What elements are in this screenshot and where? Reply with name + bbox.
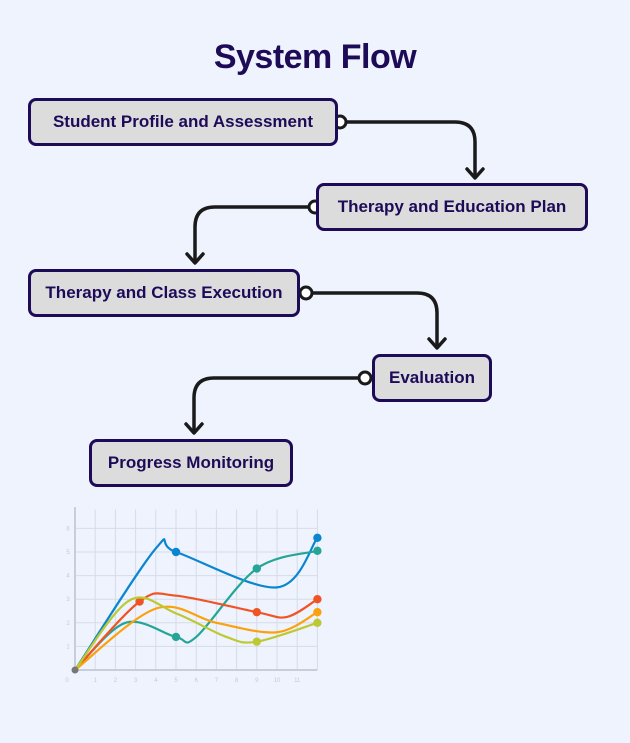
data-point-yellow-green: [313, 618, 322, 627]
data-point-blue: [313, 533, 322, 543]
step-therapy-plan: Therapy and Education Plan: [316, 183, 588, 231]
step-label: Evaluation: [389, 368, 475, 387]
x-tick-label: 6: [195, 678, 199, 684]
x-tick-label: 2: [114, 678, 118, 684]
arrow-head-icon: [427, 337, 447, 350]
step-label: Student Profile and Assessment: [52, 112, 314, 131]
page-title: System Flow: [213, 38, 417, 76]
x-tick-label: 7: [215, 678, 219, 684]
port-circle-icon: [298, 285, 314, 301]
step-label: Therapy and Education Plan: [337, 197, 567, 216]
y-tick-label: 1: [66, 644, 70, 650]
connector-4-5: [192, 376, 361, 434]
x-tick-label: 3: [134, 678, 138, 684]
data-point-teal: [252, 564, 261, 573]
port-circle-icon: [357, 370, 373, 386]
y-tick-label: 6: [66, 526, 70, 532]
x-tick-label: 4: [154, 678, 158, 684]
x-tick-label: 1: [94, 678, 98, 684]
data-point-teal: [313, 546, 322, 556]
y-tick-label: 5: [66, 550, 70, 556]
step-progress-monitoring: Progress Monitoring: [89, 439, 293, 487]
step-evaluation: Evaluation: [372, 354, 492, 402]
connector-3-4: [310, 291, 439, 349]
arrow-head-icon: [465, 167, 485, 180]
arrow-head-icon: [185, 252, 205, 265]
y-tick-label: 4: [66, 574, 70, 580]
connector-2-3: [193, 205, 311, 264]
step-label: Progress Monitoring: [107, 453, 275, 472]
connector-1-2: [344, 120, 477, 179]
data-point-yellow-green: [252, 637, 261, 646]
step-label: Therapy and Class Execution: [45, 283, 283, 302]
x-tick-label: 11: [294, 678, 301, 684]
data-point-blue: [171, 547, 181, 557]
x-tick-label: 5: [174, 678, 178, 684]
origin-point: [71, 666, 79, 674]
x-tick-label: 10: [274, 678, 281, 684]
y-tick-label: 3: [66, 597, 70, 603]
x-tick-label: 8: [235, 678, 239, 684]
data-point-red: [135, 597, 144, 606]
step-class-execution: Therapy and Class Execution: [28, 269, 300, 317]
step-student-profile: Student Profile and Assessment: [28, 98, 338, 146]
series-line-teal: [73, 549, 319, 672]
data-point-orange: [313, 607, 322, 617]
x-tick-label: 0: [65, 678, 69, 684]
data-point-red: [313, 595, 322, 604]
arrow-head-icon: [184, 422, 204, 435]
series-line-orange: [73, 605, 319, 672]
y-tick-label: 2: [66, 621, 70, 627]
series-line-red: [73, 592, 319, 672]
data-point-teal: [171, 632, 181, 642]
data-point-red: [252, 607, 261, 617]
x-tick-label: 9: [255, 678, 259, 684]
